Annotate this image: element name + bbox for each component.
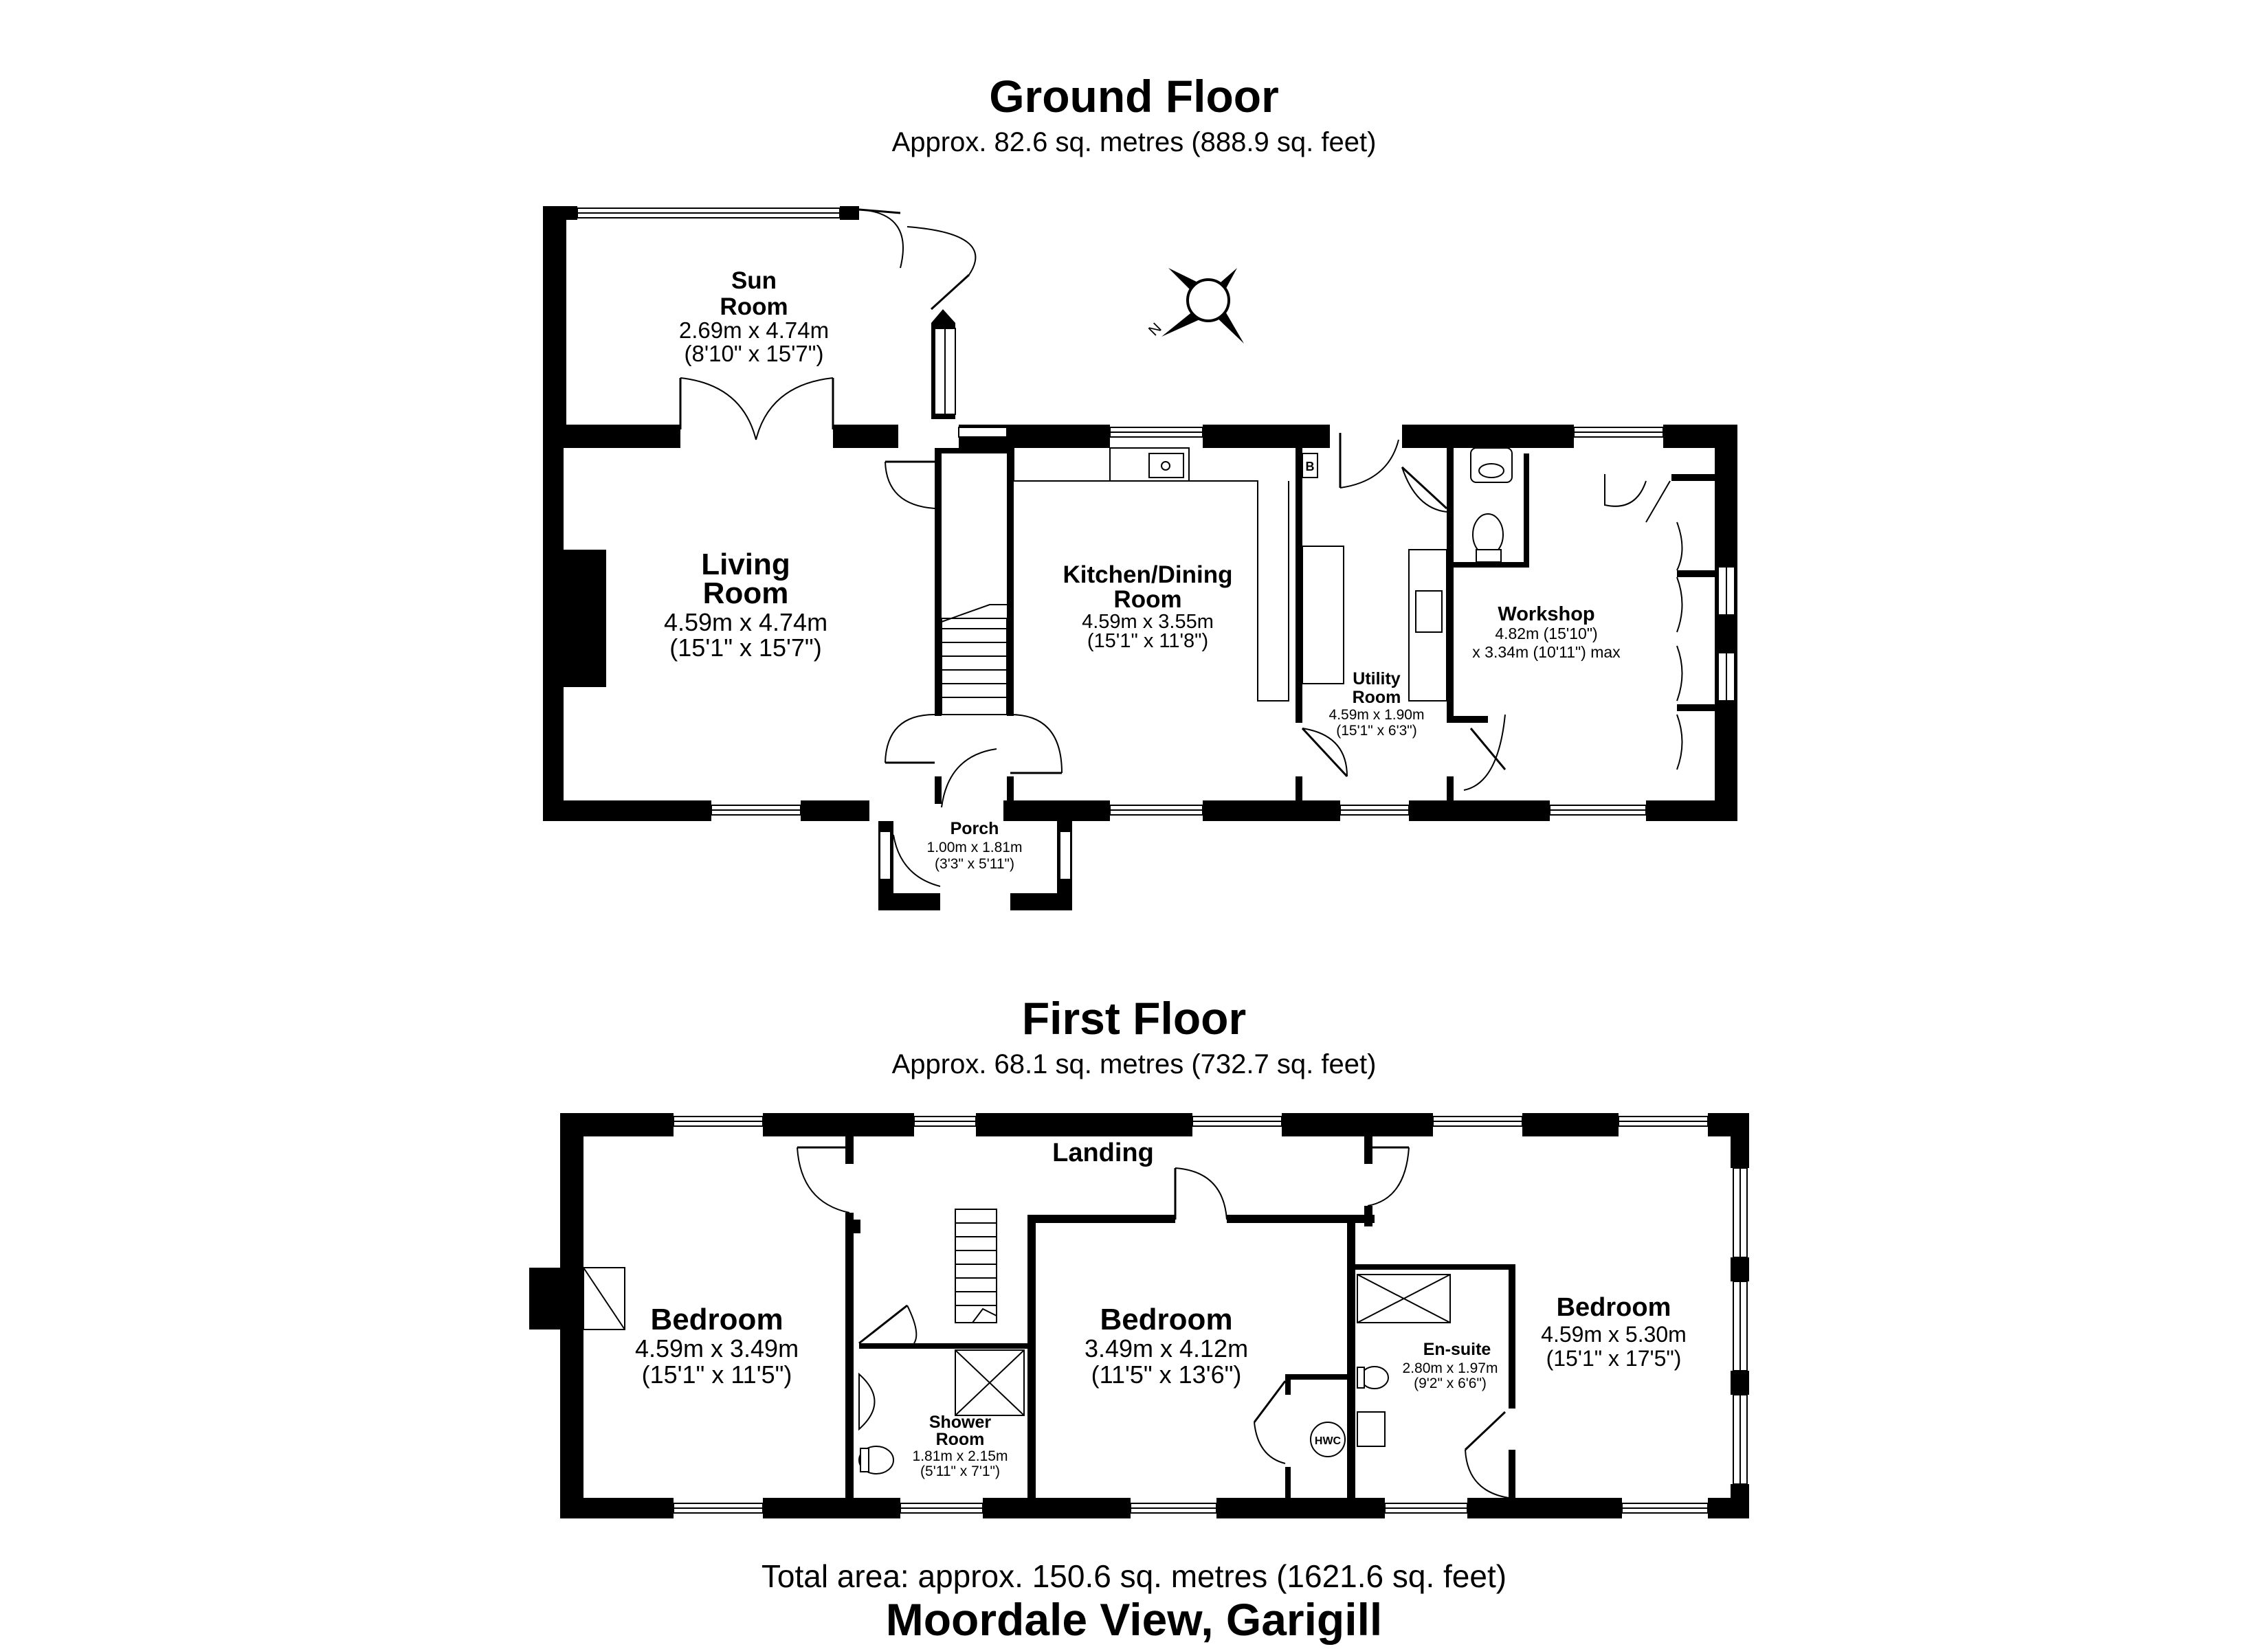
room-en-suite: En-suite 2.80m x 1.97m (9'2" x 6'6") [1403, 1340, 1498, 1391]
boiler-box [1302, 453, 1318, 478]
room-utility-room: Utility Room 4.59m x 1.90m (15'1" x 6'3"… [1329, 669, 1425, 739]
room-porch: Porch 1.00m x 1.81m (3'3" x 5'11") [927, 819, 1023, 872]
room-name: Kitchen/Dining [1063, 561, 1233, 588]
room-name: Room [703, 576, 789, 610]
room-name: Room [1113, 586, 1181, 613]
ground-floor-area: Approx. 82.6 sq. metres (888.9 sq. feet) [892, 127, 1377, 157]
room-living-room: Living Room 4.59m x 4.74m (15'1" x 15'7"… [664, 548, 827, 662]
boiler-label: B [1306, 460, 1315, 473]
first-floor-walls [529, 1113, 1749, 1518]
room-metric: 1.81m x 2.15m [913, 1448, 1008, 1464]
room-metric: 4.82m (15'10") [1495, 625, 1597, 642]
first-floor-stairs [955, 1222, 997, 1323]
ground-floor-walls [543, 206, 1737, 910]
room-metric: 4.59m x 3.49m [635, 1334, 799, 1362]
room-shower-room: Shower Room 1.81m x 2.15m (5'11" x 7'1") [913, 1413, 1008, 1479]
total-area: Total area: approx. 150.6 sq. metres (16… [761, 1558, 1507, 1594]
room-imperial: (9'2" x 6'6") [1414, 1376, 1487, 1391]
room-metric: 4.59m x 1.90m [1329, 707, 1425, 723]
room-kitchen-dining: Kitchen/Dining Room 4.59m x 3.55m (15'1"… [1063, 561, 1233, 652]
compass-icon: N [1145, 268, 1244, 344]
room-name: Workshop [1498, 603, 1594, 625]
first-floor-doors [797, 1146, 1509, 1499]
room-name: Room [936, 1430, 985, 1449]
room-imperial: (15'1" x 17'5") [1546, 1346, 1682, 1371]
room-name: Sun [731, 267, 777, 294]
room-imperial: (5'11" x 7'1") [920, 1463, 1000, 1479]
room-imperial: (8'10" x 15'7") [685, 341, 824, 366]
room-metric: 4.59m x 4.74m [664, 608, 827, 636]
room-name: Shower [929, 1413, 992, 1432]
room-bedroom-2: Bedroom 3.49m x 4.12m (11'5" x 13'6") [1085, 1303, 1248, 1389]
ground-floor-title: Ground Floor [989, 71, 1279, 122]
ground-floor-windows [577, 207, 1735, 880]
room-name: Room [720, 293, 788, 320]
ground-floor-stairs [941, 604, 1007, 698]
room-landing: Landing [1052, 1138, 1154, 1167]
room-metric: 4.59m x 5.30m [1541, 1322, 1687, 1347]
room-name: Room [1353, 688, 1401, 707]
room-imperial: (15'1" x 15'7") [669, 633, 821, 662]
ground-floor-doors [679, 208, 1683, 887]
first-floor-fixtures: HWC [583, 1209, 1451, 1474]
property-name: Moordale View, Garigill [886, 1594, 1383, 1645]
first-floor-title: First Floor [1022, 993, 1246, 1044]
room-name: Utility [1353, 669, 1401, 688]
room-bedroom-3: Bedroom 4.59m x 5.30m (15'1" x 17'5") [1541, 1293, 1687, 1371]
room-metric: 4.59m x 3.55m [1082, 611, 1214, 633]
room-imperial: (11'5" x 13'6") [1091, 1360, 1242, 1389]
room-metric: 1.00m x 1.81m [927, 840, 1023, 855]
first-floor-area: Approx. 68.1 sq. metres (732.7 sq. feet) [892, 1049, 1377, 1079]
room-imperial: (3'3" x 5'11") [935, 856, 1014, 872]
room-name: Living [701, 548, 790, 581]
room-bedroom-1: Bedroom 4.59m x 3.49m (15'1" x 11'5") [635, 1303, 799, 1389]
room-name: Bedroom [1100, 1303, 1232, 1336]
room-metric: 2.69m x 4.74m [679, 317, 829, 343]
compass-north-label: N [1145, 319, 1165, 339]
room-sun-room: Sun Room 2.69m x 4.74m (8'10" x 15'7") [679, 267, 829, 366]
hwc-label: HWC [1315, 1435, 1342, 1447]
room-name: Bedroom [1557, 1293, 1671, 1322]
room-imperial: (15'1" x 6'3") [1336, 723, 1416, 739]
first-floor-windows [673, 1116, 1748, 1514]
room-name: Porch [950, 819, 999, 838]
room-imperial: (15'1" x 11'8") [1087, 630, 1208, 652]
room-name: En-suite [1423, 1340, 1491, 1359]
room-metric: 2.80m x 1.97m [1403, 1360, 1498, 1376]
room-workshop: Workshop 4.82m (15'10") x 3.34m (10'11")… [1472, 603, 1621, 661]
room-metric: 3.49m x 4.12m [1085, 1334, 1248, 1362]
ground-floor-fixtures: B [941, 447, 1513, 715]
room-imperial: (15'1" x 11'5") [642, 1360, 792, 1389]
room-metric: x 3.34m (10'11") max [1472, 643, 1621, 661]
room-name: Bedroom [650, 1303, 783, 1336]
